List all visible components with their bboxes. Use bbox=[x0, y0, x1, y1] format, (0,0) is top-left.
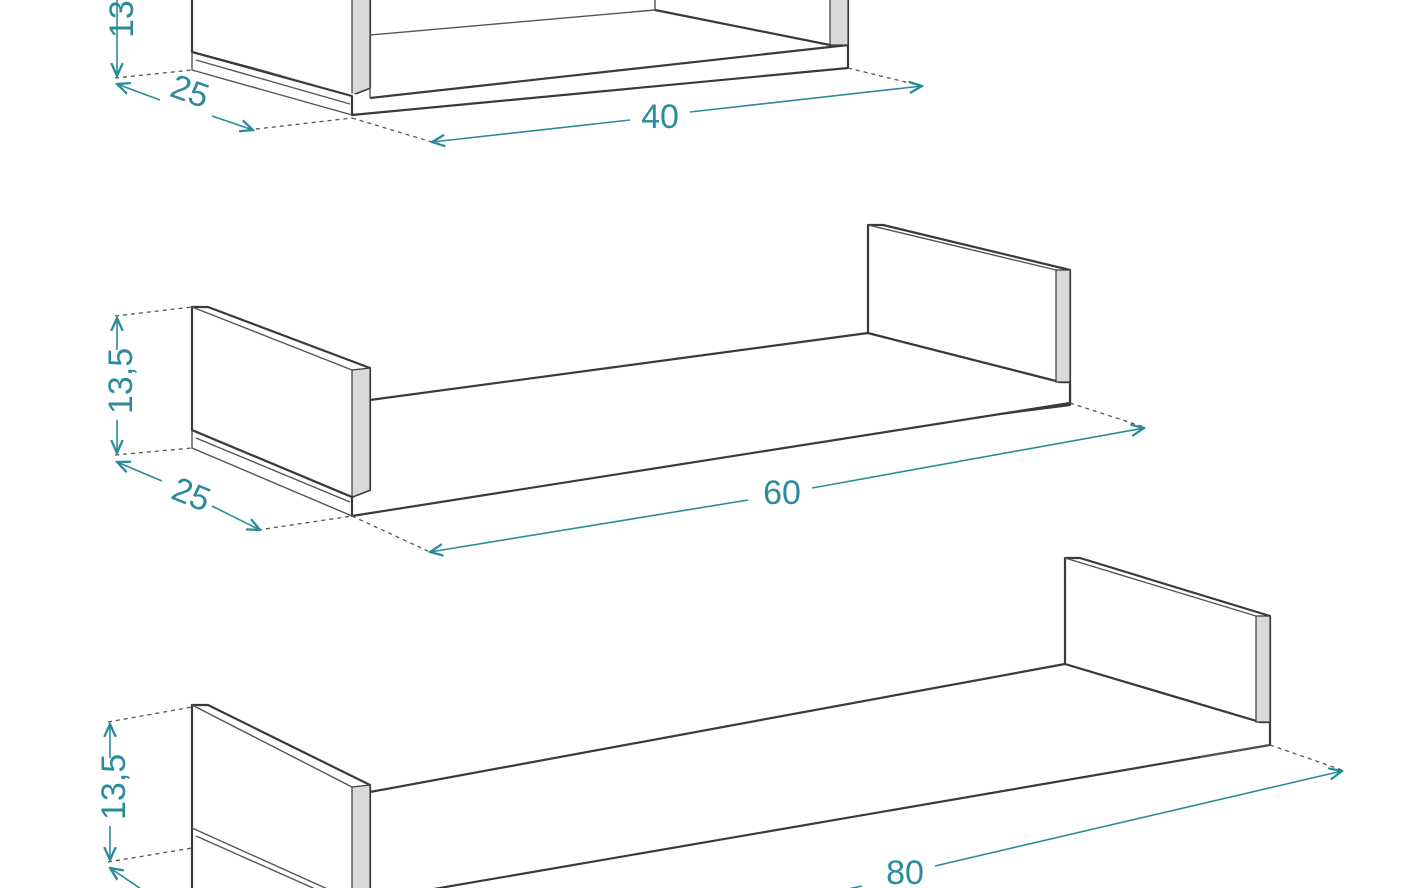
shelf-80-depth-dimension-line bbox=[110, 868, 142, 888]
shelf-80-width-label: 80 bbox=[886, 854, 924, 888]
shelf-60-depth-dimension-line bbox=[117, 462, 260, 530]
shelf-40-depth-dimension-line bbox=[117, 84, 253, 130]
shelf-60-group: 13,5 25 60 bbox=[102, 223, 1144, 552]
shelf-60-left-panel bbox=[190, 305, 372, 499]
shelf-40-left-panel bbox=[190, 0, 372, 97]
shelf-40-group: 13,5 25 40 bbox=[103, 0, 922, 142]
shelf-40-right-panel bbox=[654, 0, 850, 47]
shelf-80-back bbox=[369, 662, 1272, 888]
shelf-40-width-dimension-line bbox=[432, 86, 922, 142]
shelf-60-width-label: 60 bbox=[763, 474, 801, 512]
shelf-80-left-panel bbox=[190, 703, 372, 888]
shelf-80-group: 13,5 80 bbox=[95, 556, 1342, 888]
shelf-40-height-label: 13,5 bbox=[103, 0, 141, 38]
shelf-60-width-dimension-line bbox=[430, 428, 1144, 552]
shelf-80-height-label: 13,5 bbox=[95, 754, 133, 820]
shelf-40-width-label: 40 bbox=[641, 98, 679, 136]
shelf-40-left-panel-edge bbox=[351, 0, 371, 96]
shelf-60-depth-label: 25 bbox=[166, 470, 215, 519]
shelf-60-height-label: 13,5 bbox=[102, 348, 140, 414]
